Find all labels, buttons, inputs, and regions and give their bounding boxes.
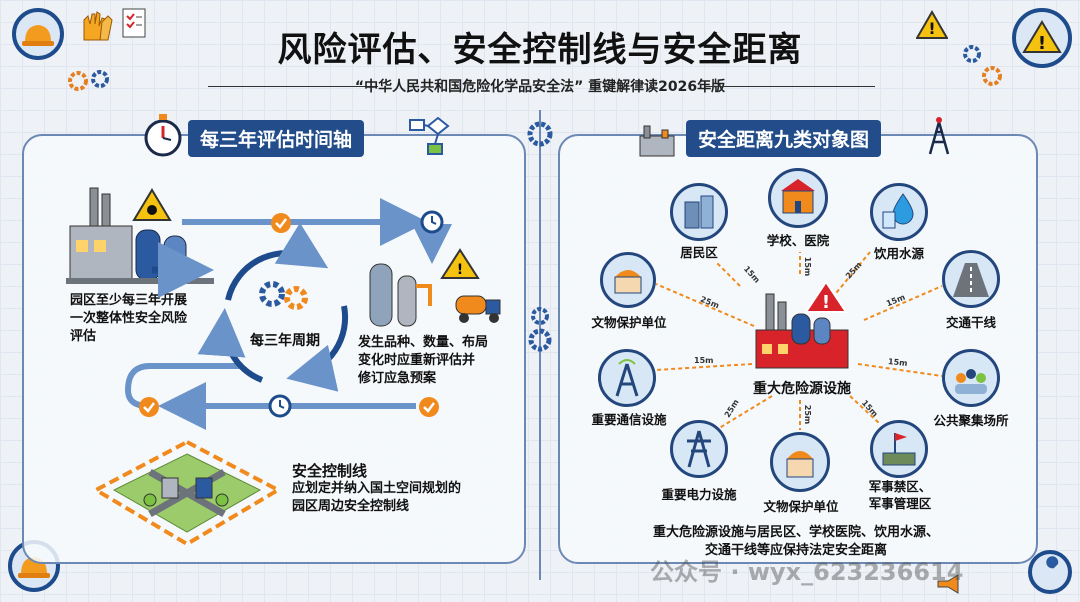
power-pylon-icon: [687, 430, 711, 468]
crowd-icon: [955, 369, 987, 394]
flowchart-icon: [408, 116, 458, 164]
water-source-label: 饮用水源: [873, 246, 924, 261]
distance-label-heritage-bottom: 25m: [803, 404, 813, 425]
step2-line: 修订应急预案: [358, 371, 437, 386]
checkmark-icon: [418, 396, 440, 422]
gear-icon: [960, 40, 1006, 94]
traffic-node: [942, 250, 1000, 308]
svg-text:!: !: [928, 19, 935, 38]
subtitle-divider-left: [208, 86, 378, 87]
page-title: 风险评估、安全控制线与安全距离: [277, 30, 803, 70]
control-line-desc: 园区周边安全控制线: [292, 499, 410, 514]
gloves-icon: [78, 10, 118, 48]
timeline-badge: 每三年评估时间轴: [188, 120, 365, 157]
distance-lines: [655, 251, 943, 431]
school-icon: [781, 179, 815, 214]
heritage-top-label: 文物保护单位: [591, 315, 667, 330]
traffic-label: 交通干线: [945, 315, 996, 330]
distance-badge: 安全距离九类对象图: [686, 120, 882, 157]
telecom-label: 重要通信设施: [591, 412, 667, 427]
svg-text:!: !: [822, 292, 830, 313]
school-hospital-node: [768, 168, 828, 228]
power-label: 重要电力设施: [661, 487, 737, 502]
hardhat-icon: [12, 8, 64, 60]
school-hospital-label: 学校、医院: [766, 233, 830, 248]
highway-icon: [953, 263, 989, 297]
clock-icon: [268, 394, 292, 422]
water-drop-icon: [882, 193, 914, 229]
public-gathering-label: 公共聚集场所: [933, 413, 1009, 428]
major-hazard-facility-illustration: !: [752, 280, 852, 376]
military-label-line: 军事管理区: [868, 496, 932, 511]
warning-worker-icon: !: [915, 9, 949, 44]
clock-icon: [420, 210, 444, 238]
control-line-title: 安全控制线: [292, 462, 368, 480]
distance-label-telecom: 15m: [694, 356, 714, 365]
heritage-building-icon: [614, 270, 642, 294]
building-icon: [684, 195, 714, 229]
step1-line: 评估: [70, 329, 97, 344]
residential-node: [670, 183, 728, 241]
timeline-connectors: [124, 198, 452, 430]
step2-line: 变化时应重新评估并: [358, 353, 476, 368]
stopwatch-icon: [142, 112, 184, 162]
checkmark-icon: [270, 212, 292, 238]
megaphone-icon: [936, 574, 962, 598]
step1-line: 一次整体性安全风险: [70, 311, 188, 326]
subtitle-divider-right: [705, 86, 875, 87]
control-line-text: 安全控制线 应划定并纳入国土空间规划的 园区周边安全控制线: [292, 462, 512, 516]
footer-line: 交通干线等应保持法定安全距离: [704, 543, 887, 558]
panel-divider: [527, 110, 553, 580]
military-label: 军事禁区、 军事管理区: [862, 478, 938, 512]
footer-line: 重大危险源设施与居民区、学校医院、饮用水源、: [652, 525, 939, 540]
distance-label-school-hospital: 15m: [803, 256, 813, 277]
distance-label-public-gathering: 15m: [887, 357, 908, 368]
military-node: [870, 420, 928, 478]
control-line-map-illustration: [91, 438, 283, 552]
flag-fence-icon: [882, 433, 916, 466]
heritage-bottom-node: [770, 432, 830, 492]
heritage-top-node: [600, 252, 656, 308]
checklist-icon: [122, 8, 146, 42]
telecom-tower-icon: [615, 359, 639, 397]
military-label-line: 军事禁区、: [868, 479, 932, 494]
step2-line: 发生品种、数量、布局: [358, 335, 489, 350]
control-line-desc: 应划定并纳入国土空间规划的: [292, 481, 462, 496]
watermark: 公众号 · wyx_623236614: [650, 558, 964, 586]
power-node: [670, 420, 728, 478]
heritage-building-icon: [786, 451, 814, 478]
svg-text:!: !: [1038, 33, 1046, 54]
cycle-label: 每三年周期: [250, 333, 320, 349]
step1-line: 园区至少每三年开展: [70, 293, 188, 308]
page-subtitle: “中华人民共和国危险化学品安全法” 重键解律读2026年版: [354, 79, 726, 95]
warning-triangle-icon: !: [1012, 8, 1072, 68]
center-facility-label: 重大危险源设施: [753, 381, 851, 397]
factory-icon: [636, 122, 678, 162]
step-periodic-assessment: 园区至少每三年开展 一次整体性安全风险 评估: [70, 292, 250, 346]
residential-label: 居民区: [680, 245, 718, 260]
step-reassessment: 发生品种、数量、布局 变化时应重新评估并 修订应急预案: [358, 334, 518, 388]
gear-icon: [66, 68, 114, 98]
checkmark-icon: [138, 396, 160, 422]
gear-icon: [254, 276, 314, 320]
wrench-icon: [1028, 550, 1072, 594]
signal-tower-icon: [926, 112, 952, 160]
telecom-node: [598, 349, 656, 407]
heritage-bottom-label: 文物保护单位: [763, 499, 839, 514]
public-gathering-node: [942, 349, 1000, 407]
distance-footer: 重大危险源设施与居民区、学校医院、饮用水源、 交通干线等应保持法定安全距离: [560, 524, 1032, 560]
water-source-node: [870, 183, 928, 241]
svg-text:!: !: [457, 262, 463, 278]
refinery-truck-illustration: !: [360, 246, 510, 334]
